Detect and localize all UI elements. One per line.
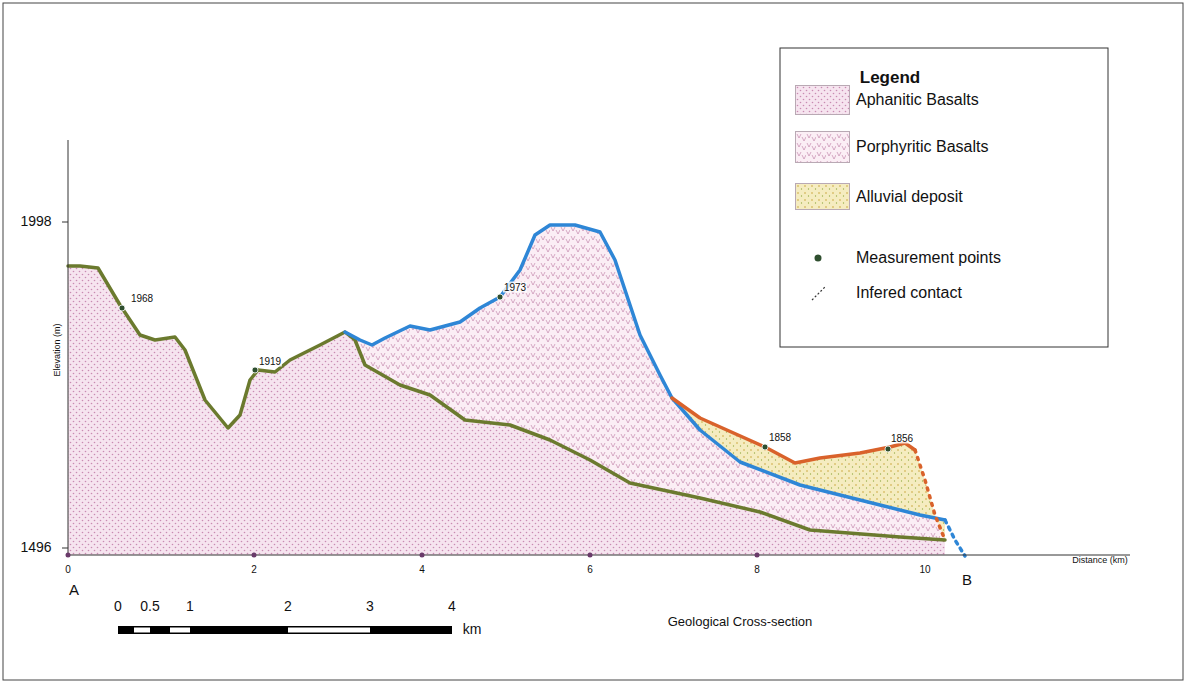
contact-line <box>915 450 945 540</box>
scale-label: 1 <box>186 599 194 614</box>
legend-box <box>780 48 1108 347</box>
y-axis <box>68 140 69 555</box>
swatch-texture <box>796 86 850 115</box>
section-end: B <box>962 572 972 589</box>
elevation-value: 1919 <box>258 356 282 367</box>
legend-label: Aphanitic Basalts <box>856 91 979 109</box>
measurement-point-sample <box>815 255 822 262</box>
axis-title: Elevation (m) <box>53 323 63 376</box>
rock-texture <box>672 398 945 540</box>
caption: Geological Cross-section <box>668 615 813 629</box>
y-tick <box>62 222 68 223</box>
section-end: A <box>69 582 79 599</box>
axis-value: 1998 <box>20 214 51 229</box>
scale-label: 2 <box>284 599 292 614</box>
scale-label: 3 <box>366 599 374 614</box>
legend-swatch <box>795 131 850 163</box>
measurement-point <box>762 444 768 450</box>
rock-unit <box>672 398 945 540</box>
contact-line <box>945 520 965 556</box>
scale-unit: km <box>463 622 482 637</box>
legend-swatch <box>795 85 850 115</box>
measurement-point <box>119 305 125 311</box>
x-tick-dots <box>66 553 760 558</box>
legend-label: Measurement points <box>856 249 1001 267</box>
elevation-value: 1858 <box>768 432 792 443</box>
tick-label: 6 <box>587 564 593 575</box>
frame <box>3 3 1183 680</box>
legend-swatch <box>795 183 850 210</box>
legend-title: Legend <box>860 69 920 88</box>
y-tick <box>62 548 68 549</box>
scale-label: 0.5 <box>140 599 159 614</box>
legend-label: Porphyritic Basalts <box>856 138 989 156</box>
measurement-point <box>497 294 503 300</box>
scale-label: 0 <box>114 599 122 614</box>
legend-label: Alluvial deposit <box>856 188 963 206</box>
axis-value: 1496 <box>20 540 51 555</box>
elevation-value: 1856 <box>890 433 914 444</box>
tick-label: 0 <box>65 564 71 575</box>
axis-title: Distance (km) <box>1072 556 1128 566</box>
inferred-contact-sample <box>812 286 826 300</box>
tick-label: 10 <box>919 564 930 575</box>
elevation-value: 1968 <box>130 293 154 304</box>
x-axis <box>68 555 1130 556</box>
tick-label: 4 <box>419 564 425 575</box>
legend-label: Infered contact <box>856 284 962 302</box>
contact-line <box>672 398 915 463</box>
scale-bar <box>118 626 452 634</box>
elevation-value: 1973 <box>503 282 527 293</box>
swatch-texture <box>796 132 850 163</box>
swatch-texture <box>796 184 850 210</box>
measurement-point <box>885 446 891 452</box>
measurement-point <box>252 367 258 373</box>
tick-label: 8 <box>754 564 760 575</box>
tick-label: 2 <box>251 564 257 575</box>
scale-label: 4 <box>448 599 456 614</box>
